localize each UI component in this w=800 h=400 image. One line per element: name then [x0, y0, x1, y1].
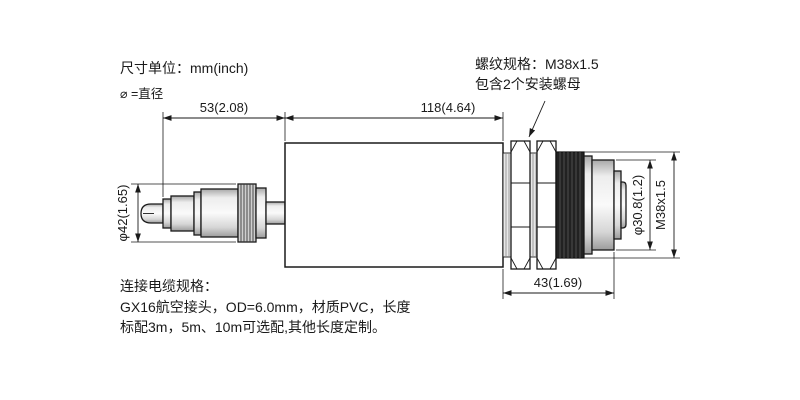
dim-body-diameter-label: φ42(1.65): [115, 185, 130, 242]
dim-thread-spec-label: M38x1.5: [653, 180, 668, 230]
rear-flange: [583, 155, 593, 255]
cable-plug: [140, 183, 286, 243]
dim-plug-length-label: 53(2.08): [200, 100, 248, 115]
dim-rear-length-label: 43(1.69): [534, 275, 582, 290]
plug-step: [162, 198, 172, 229]
dim-body-length-label: 118(4.64): [421, 100, 476, 115]
plug-rear-ring: [255, 187, 267, 239]
dimension-labels: 53(2.08) 118(4.64) 43(1.69) φ42(1.65) φ3…: [115, 100, 668, 290]
mounting-nut-1: [510, 140, 531, 270]
thread-spec-line2: 包含2个安装螺母: [475, 76, 581, 92]
main-housing: [284, 142, 504, 268]
dim-rear-diameter-label: φ30.8(1.2): [630, 175, 645, 235]
rear-step: [613, 170, 622, 240]
plug-collar: [193, 191, 202, 236]
diameter-symbol-note: ⌀ =直径: [120, 87, 164, 101]
rear-connector: [583, 155, 627, 255]
plug-shaft: [265, 201, 286, 225]
mounting-nut-2: [536, 140, 557, 270]
rear-body: [591, 159, 615, 251]
plug-barrel: [170, 195, 195, 232]
plug-body: [200, 188, 239, 238]
thread-section: [555, 151, 585, 259]
dimension-lines: [135, 100, 677, 296]
cable-spec-line2: 标配3m，5m、10m可选配,其他长度定制。: [120, 319, 387, 335]
knurl-lines: [240, 184, 254, 242]
extension-lines: [131, 112, 680, 299]
cable-spec-note: 连接电缆规格： GX16航空接头，OD=6.0mm，材质PVC，长度 标配3m，…: [120, 276, 411, 338]
cable-spec-title: 连接电缆规格：: [120, 278, 218, 294]
nut-note-leader: [528, 100, 546, 138]
cable-spec-line1: GX16航空接头，OD=6.0mm，材质PVC，长度: [120, 298, 411, 315]
thread-spec-note: 螺纹规格：M38x1.5 包含2个安装螺母: [475, 54, 599, 94]
unit-note: 尺寸单位：mm(inch): [120, 60, 249, 76]
rear-tip: [620, 181, 627, 229]
thread-spec-line1: 螺纹规格：M38x1.5: [475, 56, 599, 72]
